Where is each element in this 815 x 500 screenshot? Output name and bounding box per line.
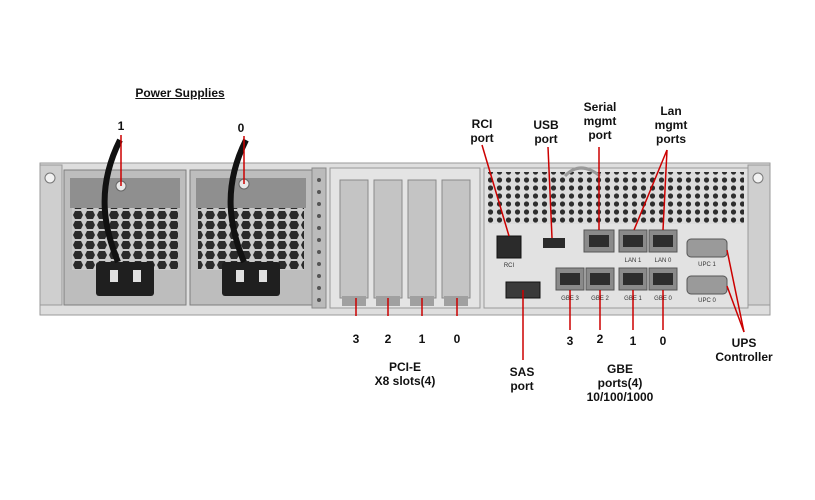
power-supply-1 [63, 138, 187, 306]
pcie-slot-0-number: 0 [453, 332, 461, 346]
serial-mgmt-port-label: Serial mgmt port [583, 100, 617, 142]
chassis-right-ear [747, 164, 771, 306]
lan-mgmt-ports-label: Lan mgmt ports [654, 104, 688, 146]
upc1-panel-label: UPC 1 [698, 262, 716, 268]
pcie-slot-1-number: 1 [418, 332, 426, 346]
gbe-ports-label: GBE ports(4) 10/100/1000 [586, 362, 654, 404]
gbe-port-0-number: 0 [659, 334, 667, 348]
usb-port-label: USB port [533, 118, 559, 146]
usb-port [543, 238, 565, 248]
lan0-panel-label: LAN 0 [655, 258, 672, 264]
gbe-port-1-number: 1 [629, 334, 637, 348]
callout-lines [120, 135, 745, 360]
gbe-port-2-number: 2 [596, 332, 604, 346]
pcie-slots [329, 167, 481, 309]
power-supplies-title: Power Supplies [135, 86, 225, 100]
pcie-slot-2-number: 2 [384, 332, 392, 346]
psu0-number: 0 [237, 121, 245, 135]
pcie-slots-label: PCI-E X8 slots(4) [374, 360, 436, 388]
power-supply-0 [189, 138, 313, 306]
chassis-left-ear [39, 164, 63, 306]
rci-port-label: RCI port [470, 117, 494, 145]
io-vent [488, 172, 744, 224]
psu1-number: 1 [117, 119, 125, 133]
rci-panel-label: RCI [504, 263, 515, 269]
sas-port-label: SAS port [509, 365, 535, 393]
upc1-port [686, 238, 728, 258]
ups-controller-label: UPS Controller [715, 336, 773, 364]
upc0-port [686, 275, 728, 295]
gbe-port-3-number: 3 [566, 334, 574, 348]
lan1-panel-label: LAN 1 [625, 258, 642, 264]
pcie-slot-3-number: 3 [352, 332, 360, 346]
upc0-panel-label: UPC 0 [698, 298, 716, 304]
rci-port [496, 235, 522, 259]
